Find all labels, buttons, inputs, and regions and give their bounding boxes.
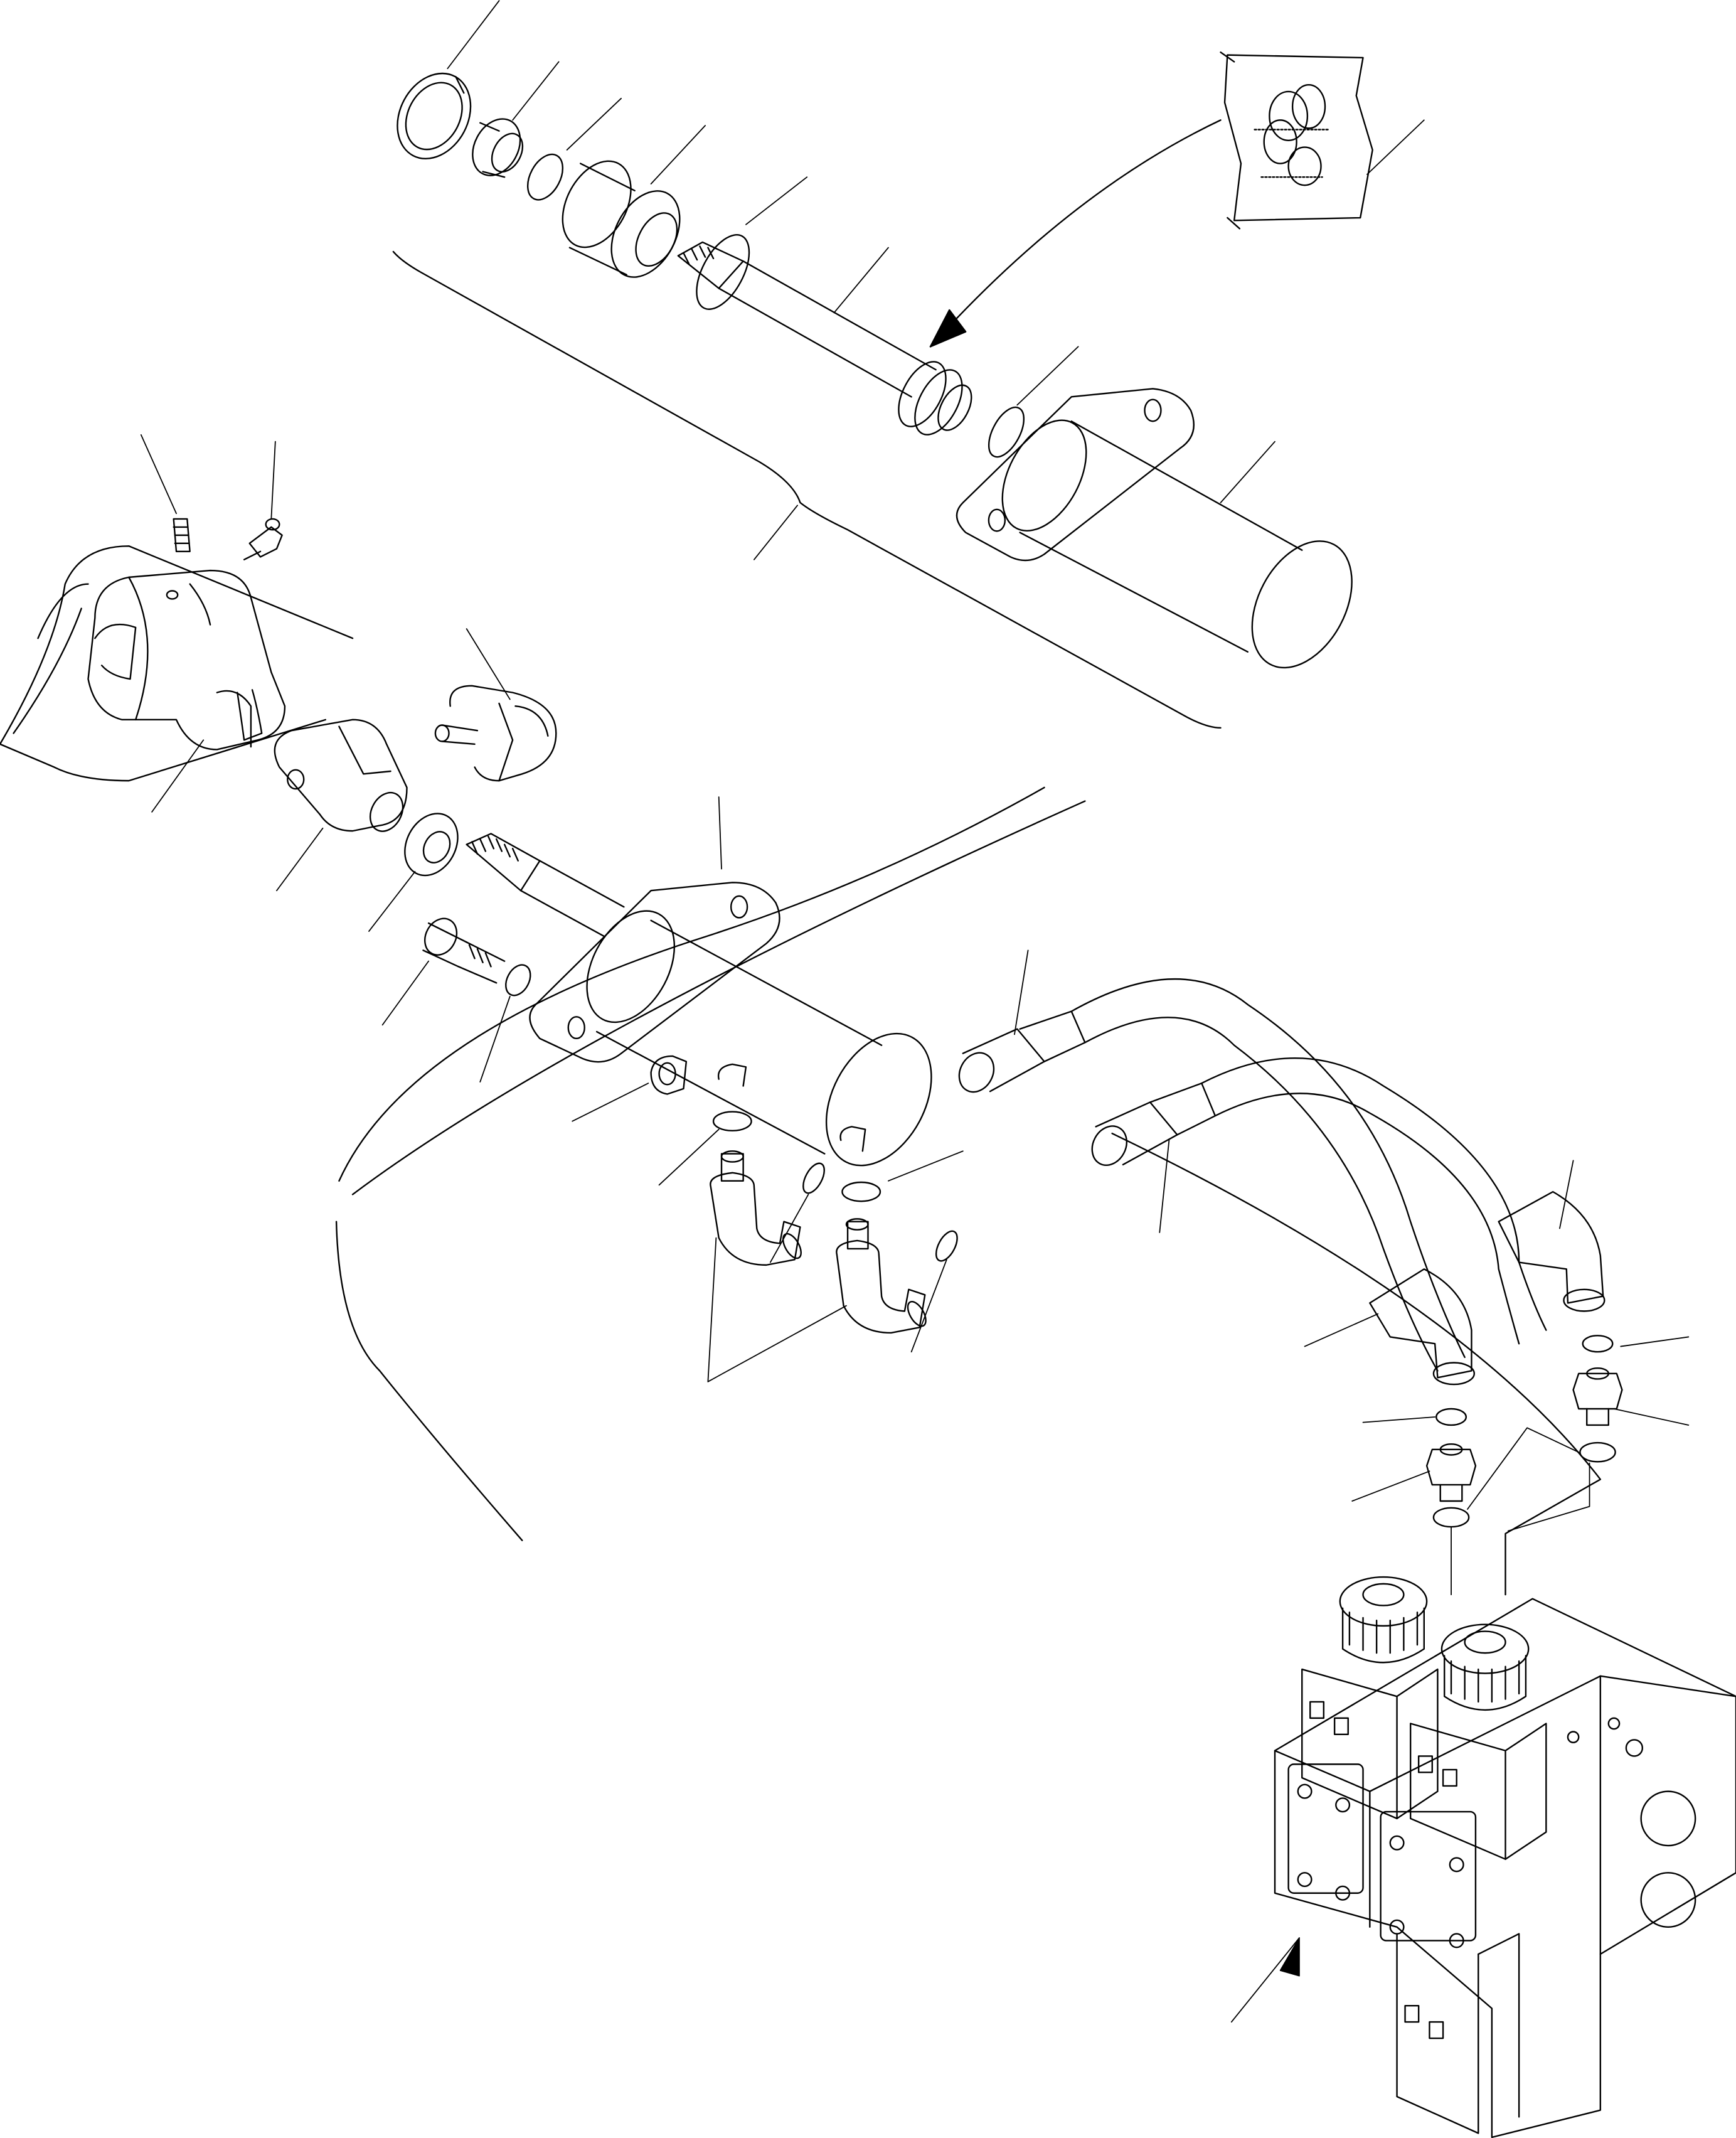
hose-elbow-end-2 [1499,1192,1605,1311]
leader-lines [141,1,1689,2022]
set-screw [174,519,190,552]
port-o-ring-1 [713,1112,752,1131]
elbow-o-ring-1 [799,1160,828,1197]
seal-kit-bag [1221,52,1373,228]
kit-bracket [393,252,1221,728]
port-plug [651,1056,686,1094]
grease-nipple [244,519,282,560]
gland-nut [463,110,530,183]
elbow-fitting-2 [836,1219,929,1333]
seal-kit-inset [383,52,1373,728]
valve-o-ring-2 [1434,1508,1469,1527]
elbow-o-ring-2 [932,1228,961,1264]
cap-screw [418,913,504,983]
main-piston-rod [467,833,624,936]
valve-o-ring-4 [1580,1443,1615,1462]
hose-2 [1085,1058,1546,1344]
hose-elbow-end-1 [1370,1269,1474,1384]
elbow-fitting-1 [710,1151,804,1265]
hose-1 [952,979,1464,1371]
valve-o-ring-1 [1436,1409,1466,1425]
o-ring-1 [521,149,570,206]
adapter-fitting-2 [1574,1368,1622,1425]
boom-outline [336,788,1044,1541]
port-o-ring-2 [842,1182,880,1201]
adapter-fitting-1 [1427,1444,1476,1501]
washer [501,961,535,1000]
piston [549,149,694,289]
piston-rod [678,242,978,442]
jam-nut [395,804,468,885]
clevis [275,720,409,837]
o-ring-3 [982,402,1031,462]
solenoid-valve-block [1275,1577,1736,2137]
locking-clip [435,686,556,781]
pivot-block [88,570,285,749]
o-ring-2 [686,227,760,318]
main-assembly [0,519,1736,2137]
cylinder-barrel [957,388,1372,685]
kit-arrow [930,120,1221,346]
valve-o-ring-3 [1583,1335,1613,1352]
main-cylinder [530,882,952,1184]
snap-ring [383,61,485,172]
mounting-bracket [0,546,353,781]
